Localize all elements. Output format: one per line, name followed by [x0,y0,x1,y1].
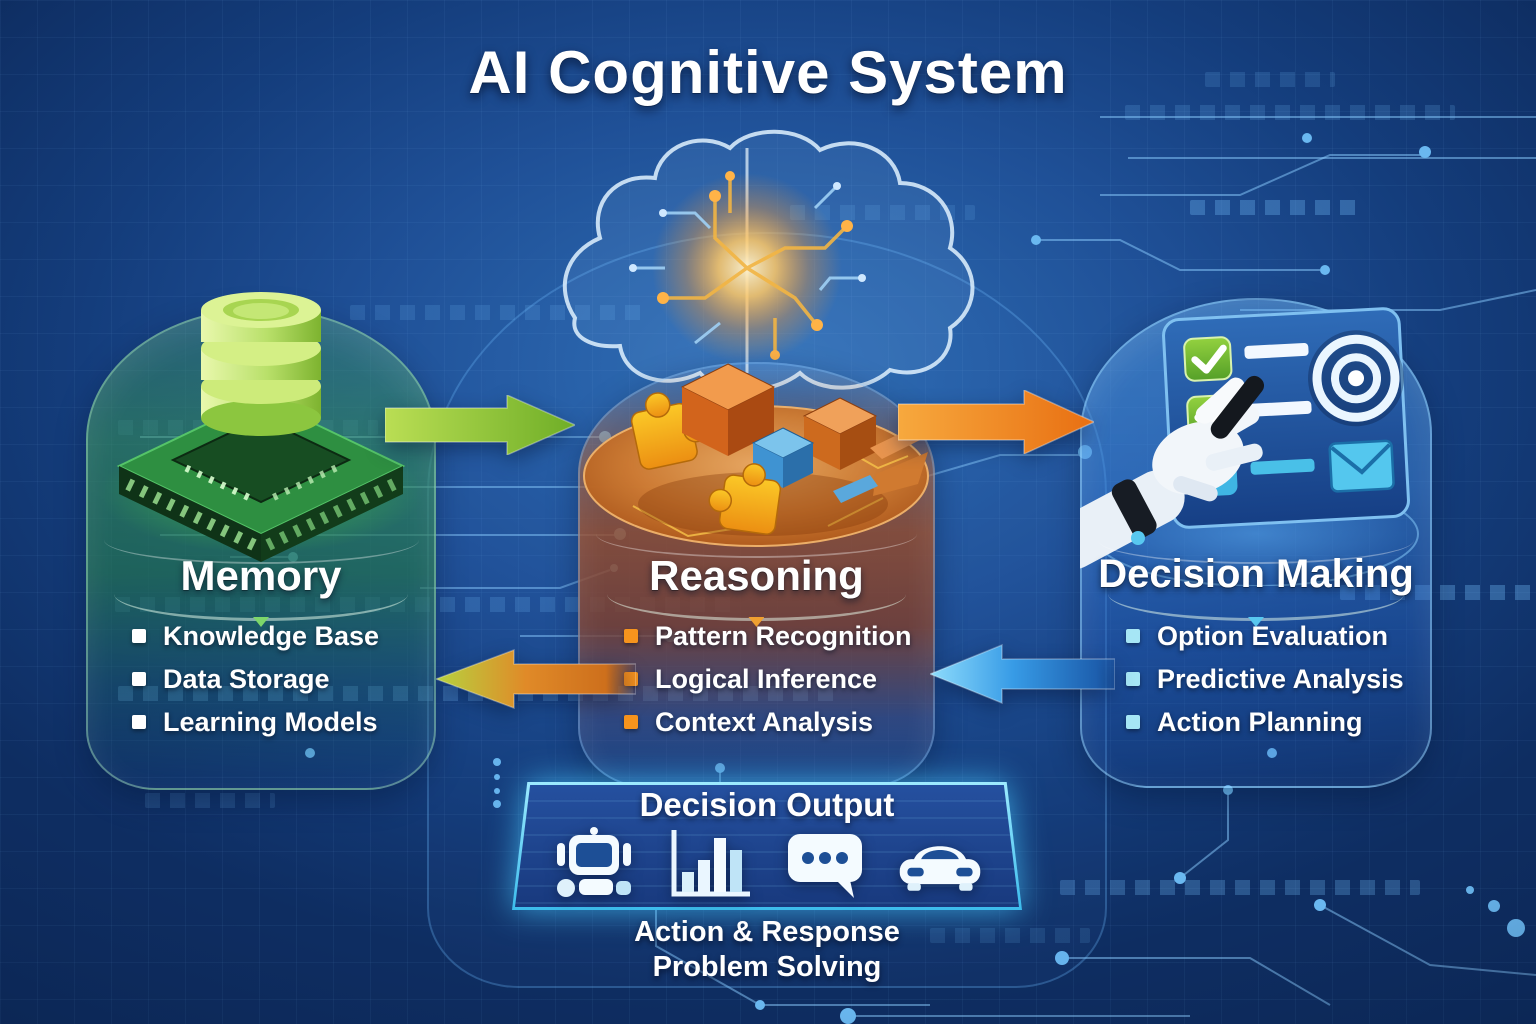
bullet-square-icon [1126,715,1140,729]
memory-column: Memory Knowledge Base Data Storage Learn… [86,292,436,790]
bullet-square-icon [624,629,638,643]
list-item: Pattern Recognition [624,621,981,651]
list-item: Logical Inference [624,664,981,694]
list-item: Context Analysis [624,707,981,737]
bullet-square-icon [1126,629,1140,643]
list-item: Predictive Analysis [1126,664,1478,694]
reasoning-column: Reasoning Pattern Recognition Logical In… [578,362,935,788]
pixel-row-decoration [145,793,275,808]
list-item: Knowledge Base [132,621,482,651]
decision-list: Option Evaluation Predictive Analysis Ac… [1080,621,1478,751]
list-item: Action Planning [1126,707,1478,737]
bar-chart-icon [663,826,755,900]
bullet-square-icon [132,672,146,686]
list-item: Learning Models [132,707,482,737]
output-icon-row [512,826,1022,900]
bullet-square-icon [132,629,146,643]
list-item: Data Storage [132,664,482,694]
pixel-row-decoration [1190,200,1365,215]
decision-making-title: Decision Making [1098,552,1414,596]
bullet-square-icon [624,715,638,729]
decision-making-column: Decision Making Option Evaluation Predic… [1045,298,1432,788]
reasoning-title: Reasoning [649,552,864,599]
output-caption-line-1: Action & Response [634,916,900,948]
arrow-reasoning-to-decision [898,390,1094,454]
memory-title: Memory [180,552,342,599]
bullet-square-icon [132,715,146,729]
output-caption-line-2: Problem Solving [652,951,882,983]
arrow-decision-to-reasoning-return [930,643,1115,705]
memory-list: Knowledge Base Data Storage Learning Mod… [86,621,482,751]
pixel-row-decoration [790,205,975,220]
arrow-memory-to-reasoning [385,395,575,455]
robot-icon [548,826,640,900]
reasoning-list: Pattern Recognition Logical Inference Co… [578,621,981,751]
page-title: AI Cognitive System [468,39,1068,106]
pixel-row-decoration [1060,880,1420,895]
bullet-square-icon [1126,672,1140,686]
list-item: Option Evaluation [1126,621,1478,651]
car-icon [894,826,986,900]
pixel-row-decoration [1125,105,1455,120]
decision-output-title: Decision Output [639,786,895,823]
arrow-reasoning-to-memory-return [436,648,636,710]
decision-output-banner: Decision Output [512,782,1022,910]
chat-bubble-icon [779,826,871,900]
